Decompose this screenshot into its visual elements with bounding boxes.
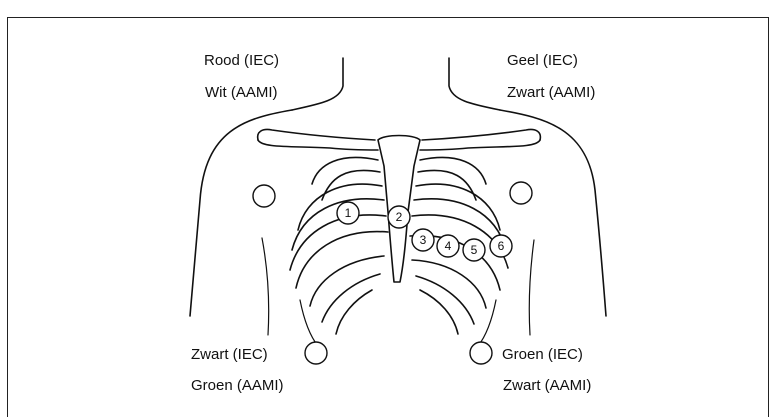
chest-lead-2: 2 [388,206,410,228]
label-right-arm-aami: Wit (AAMI) [205,84,278,101]
right-clavicle-lower [420,140,540,150]
electrode-left-leg [470,342,492,364]
electrode-left-arm [510,182,532,204]
label-right-leg-iec: Zwart (IEC) [191,346,268,363]
label-right-arm-iec: Rood (IEC) [204,52,279,69]
chest-lead-4: 4 [437,235,459,257]
label-left-leg-iec: Groen (IEC) [502,346,583,363]
electrode-right-leg [305,342,327,364]
label-left-arm-iec: Geel (IEC) [507,52,578,69]
chest-lead-label-6: 6 [498,239,505,253]
chest-lead-label-3: 3 [420,233,427,247]
left-clavicle [258,129,375,140]
right-inner-arm [529,240,534,335]
label-left-arm-aami: Zwart (AAMI) [507,84,595,101]
left-ribcage [290,157,388,346]
chest-lead-label-4: 4 [445,239,452,253]
right-clavicle [422,129,540,140]
label-left-leg-aami: Zwart (AAMI) [503,377,591,394]
left-inner-arm [262,238,269,335]
left-clavicle-lower [258,140,378,150]
chest-lead-label-1: 1 [345,206,352,220]
neck-left-outline [292,58,343,110]
label-right-leg-aami: Groen (AAMI) [191,377,284,394]
chest-lead-1: 1 [337,202,359,224]
electrode-right-arm [253,185,275,207]
left-shoulder-outline [190,110,292,316]
chest-lead-label-2: 2 [396,210,403,224]
chest-lead-3: 3 [412,229,434,251]
chest-lead-label-5: 5 [471,243,478,257]
chest-lead-5: 5 [463,239,485,261]
chest-lead-6: 6 [490,235,512,257]
neck-right-outline [449,58,500,110]
right-shoulder-outline [500,110,606,316]
